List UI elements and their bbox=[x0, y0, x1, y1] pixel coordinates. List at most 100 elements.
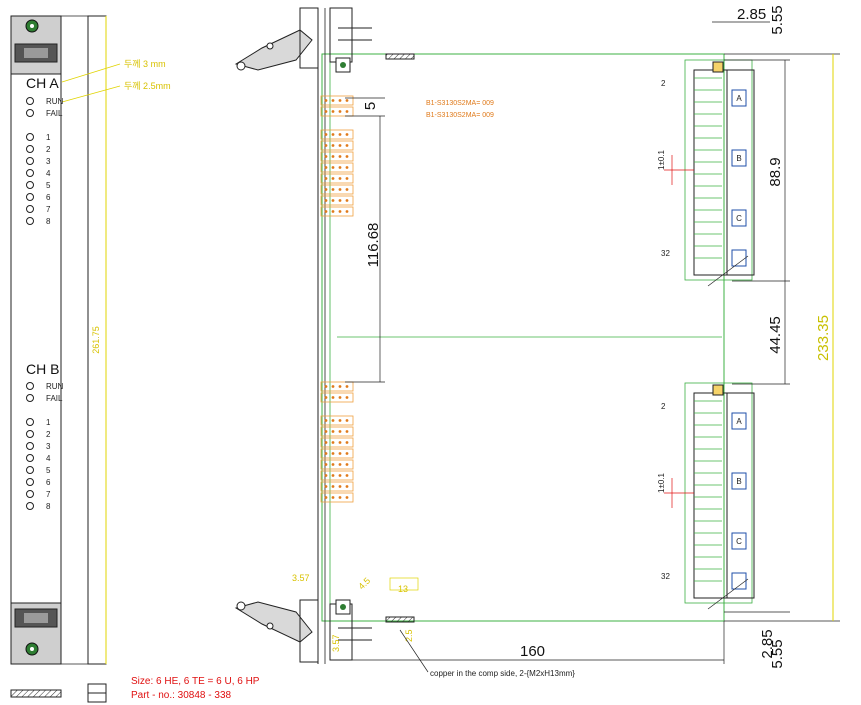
led-pin bbox=[324, 396, 328, 399]
led-pin bbox=[345, 496, 349, 499]
led-pin bbox=[324, 133, 328, 136]
board-width-dim: 160 bbox=[520, 643, 545, 660]
channel-led-label: 3 bbox=[46, 442, 51, 451]
connector-row-box bbox=[731, 472, 747, 490]
led-pin bbox=[338, 99, 342, 102]
led-pin bbox=[324, 385, 328, 388]
led-pin bbox=[345, 133, 349, 136]
led-part bbox=[320, 206, 354, 217]
callout-2: 두께 2.5mm bbox=[124, 81, 171, 91]
led-pin bbox=[331, 155, 335, 158]
led-pin bbox=[338, 144, 342, 147]
led-pin bbox=[331, 430, 335, 433]
channel-led-label: 5 bbox=[46, 181, 51, 190]
status-led bbox=[26, 109, 34, 117]
led-part bbox=[320, 415, 354, 426]
led-pin bbox=[338, 452, 342, 455]
connector-key bbox=[731, 249, 747, 267]
led-part bbox=[320, 459, 354, 470]
led-pin bbox=[324, 199, 328, 202]
led-pin bbox=[324, 210, 328, 213]
channel-led-label: 8 bbox=[46, 502, 51, 511]
channel-led bbox=[26, 490, 34, 498]
led-part bbox=[320, 195, 354, 206]
connector-gap-dim: 44.45 bbox=[767, 316, 784, 354]
channel-led bbox=[26, 133, 34, 141]
status-led-label: RUN bbox=[46, 97, 64, 106]
right-dimensions: 2.85 5.55 88.9 44.45 233.35 2.85 5.55 bbox=[712, 5, 840, 669]
led-pin bbox=[338, 110, 342, 113]
led-components bbox=[320, 95, 354, 503]
led-pin bbox=[324, 452, 328, 455]
led-pin bbox=[331, 166, 335, 169]
led-pin bbox=[345, 177, 349, 180]
led-part bbox=[320, 106, 354, 117]
small-dim-4: 2.5 bbox=[404, 629, 414, 642]
connector-row-box bbox=[731, 89, 747, 107]
led-pin bbox=[338, 430, 342, 433]
connector-row-box bbox=[731, 209, 747, 227]
channel-led bbox=[26, 217, 34, 225]
status-led-label: FAIL bbox=[46, 394, 63, 403]
channel-led bbox=[26, 418, 34, 426]
channel-led-label: 4 bbox=[46, 454, 51, 463]
connector-row-box bbox=[731, 412, 747, 430]
connector-row-label: B bbox=[736, 477, 741, 486]
small-dim-1: 3.57 bbox=[292, 573, 310, 583]
led-pin bbox=[331, 110, 335, 113]
status-led bbox=[26, 394, 34, 402]
channel-led bbox=[26, 442, 34, 450]
led-pin bbox=[331, 144, 335, 147]
led-pin bbox=[324, 110, 328, 113]
led-pin bbox=[345, 396, 349, 399]
led-pin bbox=[324, 177, 328, 180]
led-pin bbox=[345, 210, 349, 213]
panel-height-dim: 261.75 bbox=[91, 326, 101, 354]
status-led-label: FAIL bbox=[46, 109, 63, 118]
led-pin bbox=[331, 496, 335, 499]
channel-led bbox=[26, 478, 34, 486]
channel-led-label: 6 bbox=[46, 478, 51, 487]
channel-led bbox=[26, 502, 34, 510]
board-outline bbox=[321, 53, 725, 622]
led-pin bbox=[338, 188, 342, 191]
channel-led-label: 8 bbox=[46, 217, 51, 226]
spec-part-no: Part - no.: 30848 - 338 bbox=[131, 690, 232, 701]
led-pin bbox=[345, 144, 349, 147]
led-part bbox=[320, 448, 354, 459]
bottom-offset-dim: 2.85 bbox=[759, 629, 776, 658]
led-pin bbox=[331, 210, 335, 213]
connector-row-label: B bbox=[736, 154, 741, 163]
led-part bbox=[320, 481, 354, 492]
led-pin bbox=[345, 419, 349, 422]
right-top-dim: 5.55 bbox=[769, 5, 786, 34]
right-bottom-dim: 5.55 bbox=[769, 639, 786, 668]
hole-tolerance: 1±0.1 bbox=[657, 149, 666, 170]
led-part bbox=[320, 492, 354, 503]
led-pin bbox=[331, 441, 335, 444]
connector-footprint bbox=[684, 59, 753, 281]
led-pin bbox=[345, 99, 349, 102]
led-part bbox=[320, 173, 354, 184]
led-pin bbox=[331, 133, 335, 136]
led-pin bbox=[345, 155, 349, 158]
led-pin bbox=[331, 419, 335, 422]
led-pin bbox=[338, 419, 342, 422]
status-led bbox=[26, 382, 34, 390]
total-height-dim: 233.35 bbox=[815, 315, 832, 361]
led-pin bbox=[324, 188, 328, 191]
pin-first-label: 2 bbox=[661, 79, 666, 88]
channel-led-label: 4 bbox=[46, 169, 51, 178]
led-pin bbox=[345, 474, 349, 477]
leader-line bbox=[707, 255, 749, 287]
channel-led-label: 3 bbox=[46, 157, 51, 166]
led-pin bbox=[338, 496, 342, 499]
callout-1: 두께 3 mm bbox=[124, 59, 166, 69]
led-pin bbox=[331, 188, 335, 191]
led-pin bbox=[324, 496, 328, 499]
pin-last-label: 32 bbox=[661, 249, 670, 258]
led-part bbox=[320, 162, 354, 173]
channel-b-title: CH B bbox=[26, 361, 59, 377]
led-part bbox=[320, 392, 354, 403]
channel-led bbox=[26, 205, 34, 213]
